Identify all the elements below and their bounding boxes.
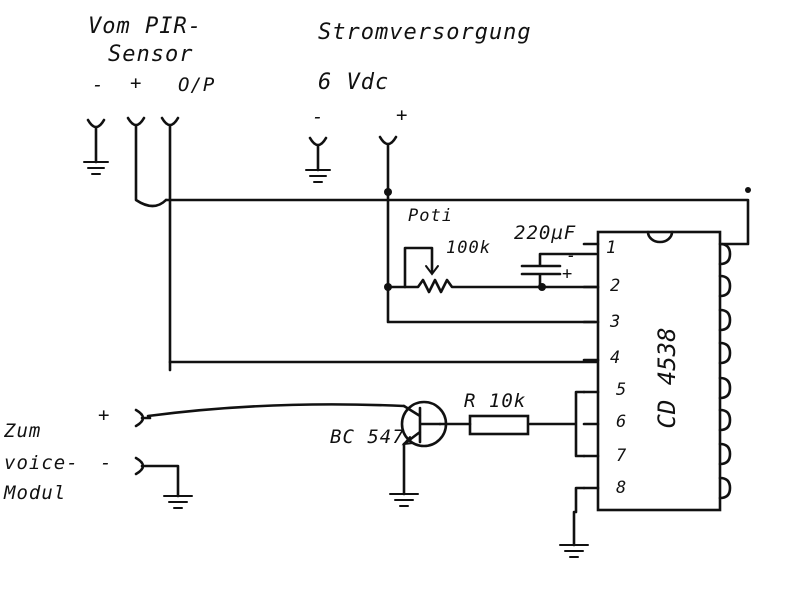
ic-left-pins [582,242,600,490]
transistor-label: BC 547 [330,426,405,448]
capacitor [520,252,598,289]
voice-title-line3: Modul [4,482,67,504]
power-voltage: 6 Vdc [318,70,390,95]
ground-symbol-transistor [389,493,419,507]
ic-pin-4: 4 [610,348,622,368]
ground-symbol-power [305,169,331,183]
pir-plus-terminal [126,116,168,208]
capacitor-minus-label: - [566,246,578,266]
junction-dot-plus [384,188,392,196]
ground-symbol-voice [163,495,193,509]
pir-terminals [86,116,180,372]
power-plus-rail [378,135,597,324]
ic-right-pins [718,242,732,500]
ic-name: CD 4538 [653,327,681,429]
poti-label: Poti [408,206,453,226]
voice-plus-label: + [98,404,111,426]
ic-pin-8: 8 [616,478,628,498]
power-minus-label: - [312,106,325,128]
voice-plus-wire [146,403,406,418]
ic-pin-6: 6 [616,412,628,432]
voice-terminals [134,408,193,509]
junction-dot-poti [384,283,392,291]
transistor [400,400,448,496]
potentiometer [386,246,542,294]
voice-minus-terminal [134,456,180,498]
capacitor-value: 220µF [514,222,577,244]
ic-pin-7: 7 [616,446,628,466]
pir-title-line1: Vom PIR- [88,14,202,39]
ic-pin-5: 5 [616,380,628,400]
ic-pin-1: 1 [606,238,618,258]
pir-minus-label: - [92,74,105,96]
voice-plus-terminal [134,408,152,428]
positive-bus [164,198,750,246]
ic-notch [646,230,674,244]
resistor [468,414,530,436]
pin-8-ground-wire [572,486,586,547]
ground-symbol-pir [83,161,109,175]
power-plus-label: + [396,104,409,126]
pins-5-6-7-link [528,390,586,458]
junction-dot-bus [745,187,751,193]
ic-body [596,230,722,512]
pir-title-line2: Sensor [108,42,194,67]
ground-symbol-ic [559,544,589,558]
pir-minus-terminal [86,118,106,164]
capacitor-plus-label: + [562,264,574,284]
junction-dot-cap [538,283,546,291]
power-terminals [305,135,597,324]
power-title: Stromversorgung [318,20,532,45]
pir-plus-label: + [130,72,143,94]
pir-out-terminal [160,116,180,372]
resistor-label: R 10k [464,390,527,412]
poti-value: 100k [446,238,491,258]
voice-title-line2: voice- [4,452,79,474]
voice-title-line1: Zum [4,420,42,442]
voice-minus-label: - [100,452,113,474]
ic-pin-2: 2 [610,276,622,296]
pir-out-label: O/P [178,74,216,96]
power-minus-terminal [308,136,328,172]
ic-pin-3: 3 [610,312,622,332]
